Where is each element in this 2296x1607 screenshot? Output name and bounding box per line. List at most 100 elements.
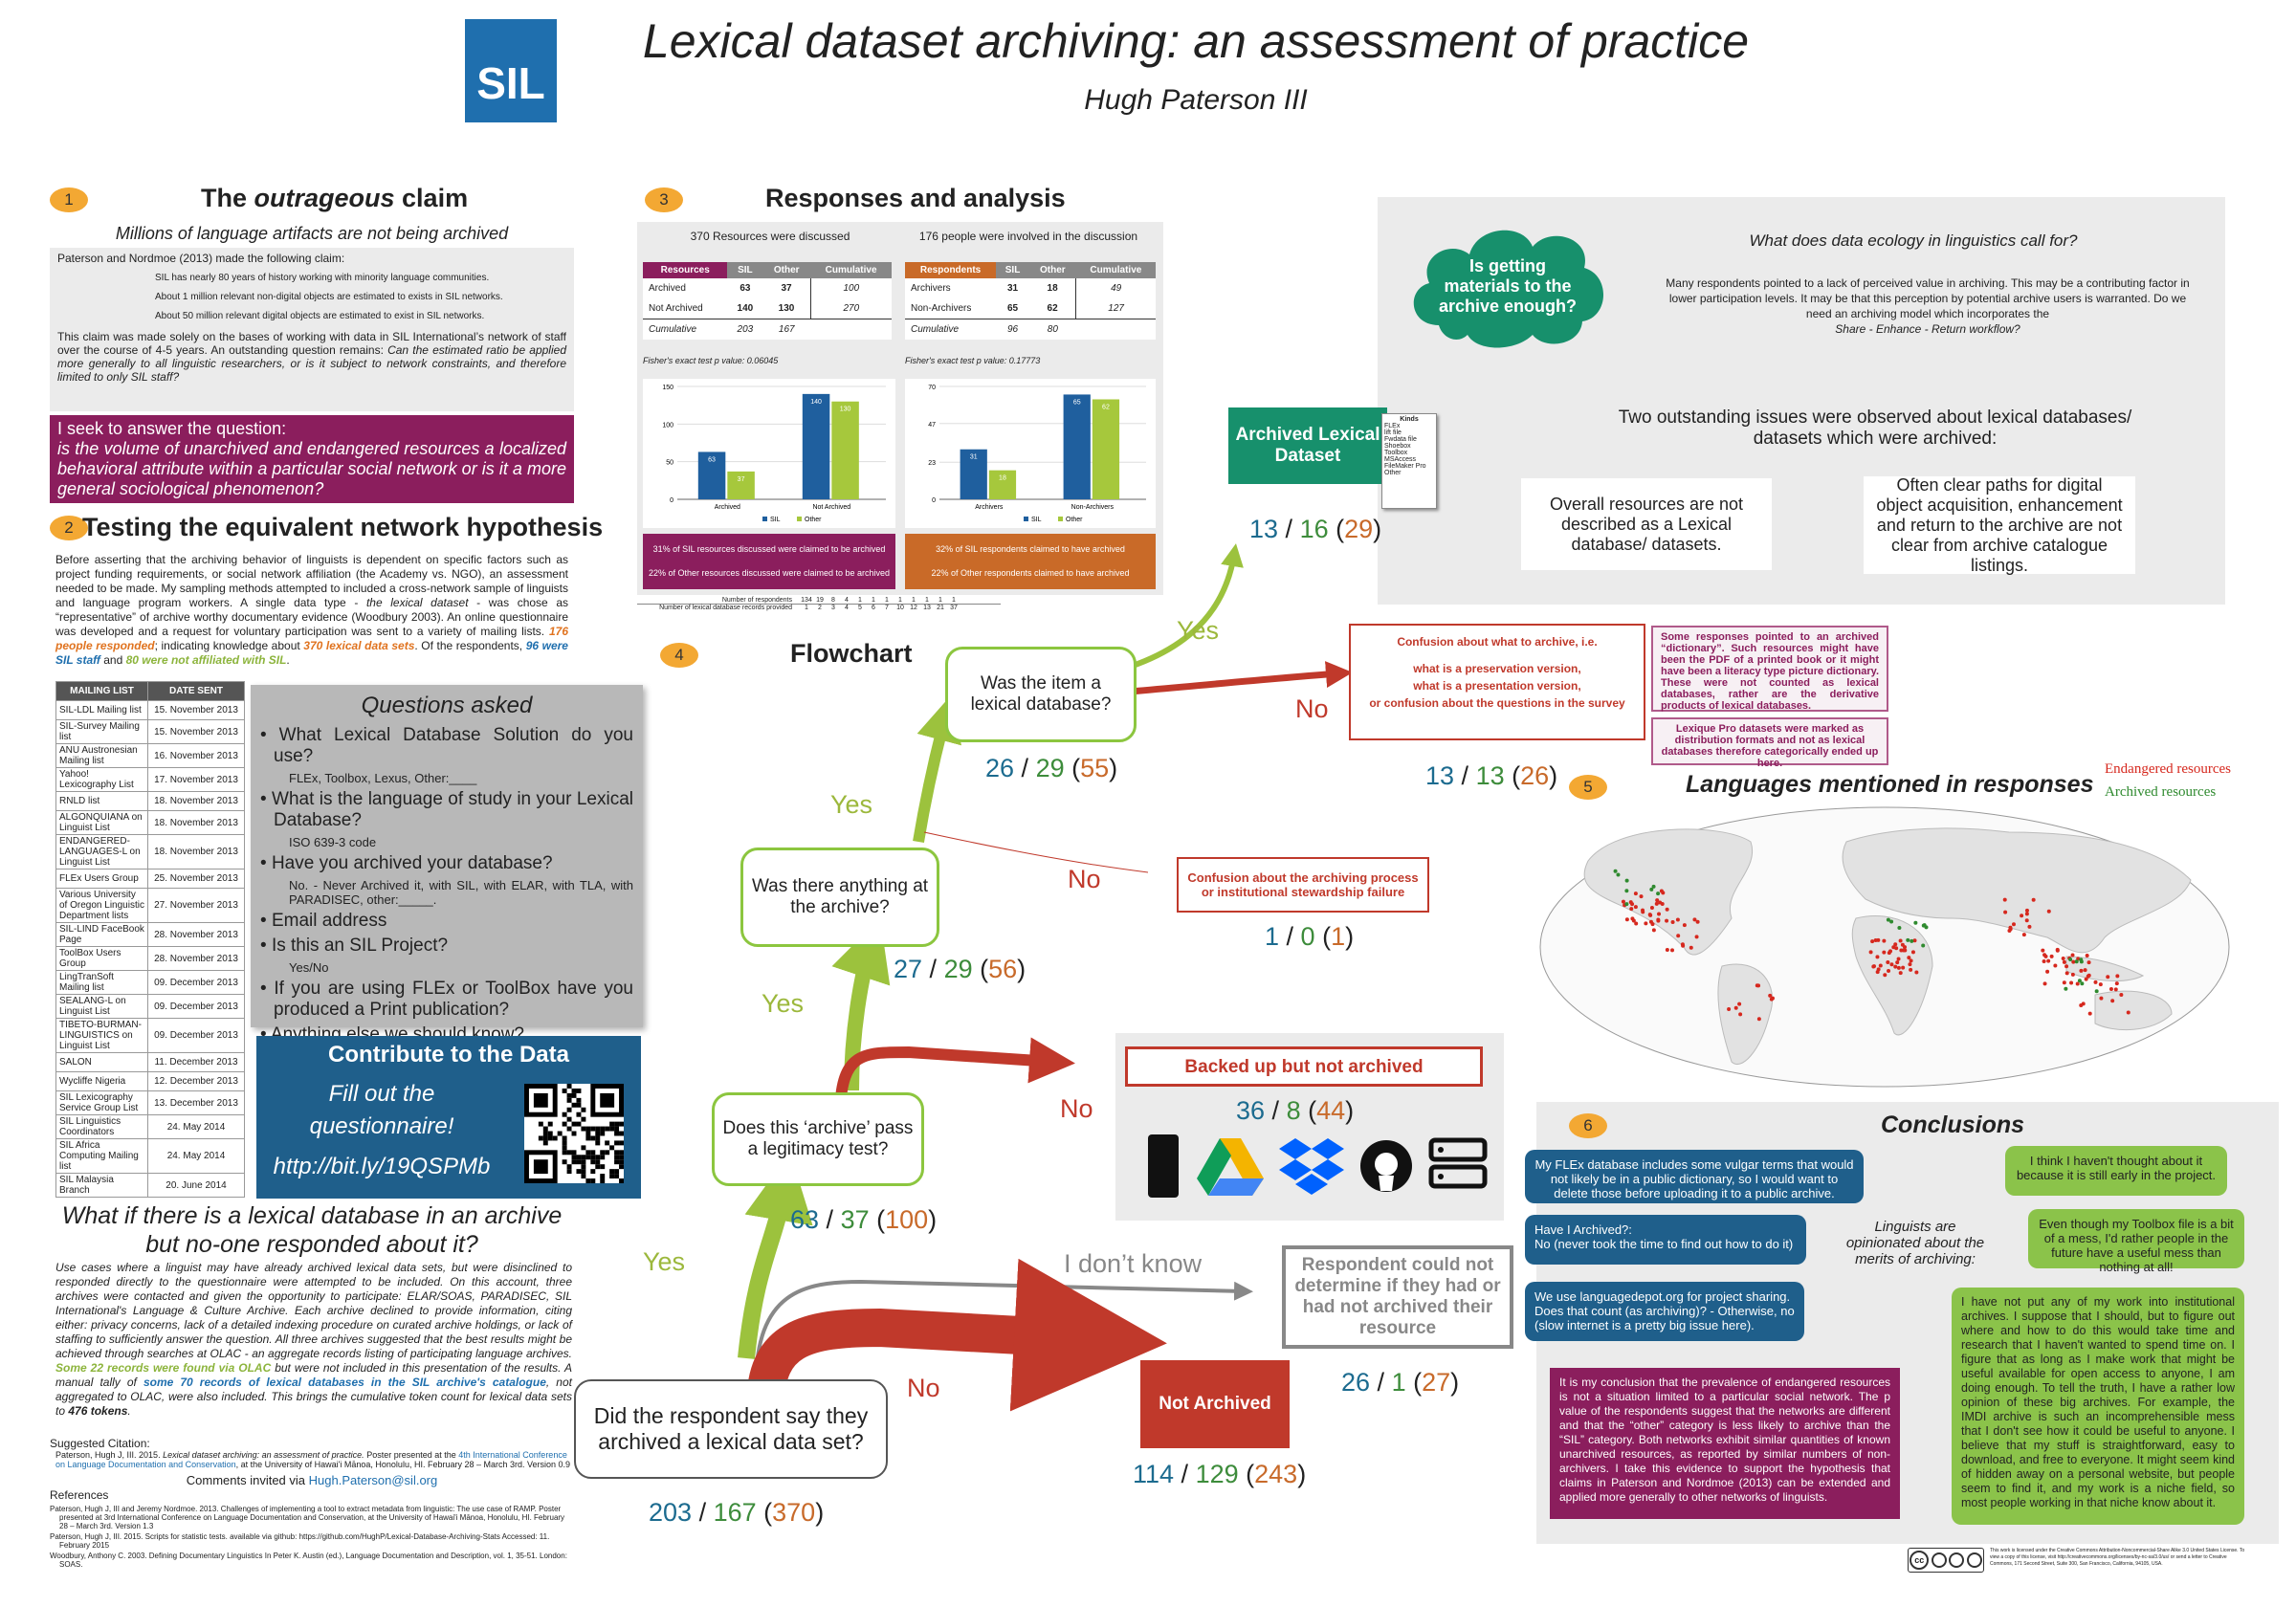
section-number-2: 2	[50, 516, 88, 540]
bar	[697, 451, 726, 499]
language-dot	[1901, 948, 1906, 953]
legend-label: SIL	[1031, 517, 1042, 523]
language-dot	[2007, 928, 2012, 933]
language-dot	[1641, 908, 1645, 913]
bar	[831, 401, 859, 499]
kind-item: MSAccess	[1384, 456, 1417, 463]
language-dot	[1649, 905, 1654, 910]
cc-license-badge[interactable]: cc	[1908, 1548, 1984, 1573]
language-dot	[1895, 960, 1900, 965]
language-dot	[1912, 938, 1917, 943]
questions-title: Questions asked	[361, 693, 533, 718]
language-dot	[1692, 917, 1697, 922]
language-dot	[1651, 884, 1656, 889]
language-dot	[1921, 943, 1926, 948]
legend-swatch	[762, 517, 767, 521]
count-undetermined: 26 / 1 (27)	[1341, 1368, 1460, 1397]
flowchart-title: Flowchart	[790, 639, 913, 668]
decision-legitimacy-test: Does this ‘archive’ pass a legitimacy te…	[712, 1092, 924, 1186]
language-dot	[1889, 919, 1894, 924]
questions-box: Questions asked What Lexical Database So…	[251, 685, 643, 1045]
ecology-question: What does data ecology in linguistics ca…	[1749, 231, 2078, 250]
email-link[interactable]: Hugh.Paterson@sil.org	[308, 1473, 438, 1487]
claim-box: Millions of language artifacts are not b…	[50, 220, 574, 411]
count-backed-up: 36 / 8 (44)	[1236, 1096, 1355, 1125]
question-item: What Lexical Database Solution do you us…	[260, 725, 633, 767]
section-1-title: The outrageous claim	[201, 184, 469, 212]
record-cell: 4	[845, 597, 849, 604]
bar-label: 140	[810, 399, 822, 406]
record-cell: 1	[912, 597, 916, 604]
language-dot	[2079, 958, 2084, 962]
bar	[960, 449, 987, 499]
language-dot	[2042, 959, 2046, 964]
bar-label: 65	[1073, 399, 1081, 406]
language-dot	[2075, 981, 2080, 986]
language-dot	[1680, 942, 1685, 947]
section-3-title: Responses and analysis	[765, 184, 1066, 212]
question-sub: FLEx, Toolbox, Lexus, Other:____	[289, 771, 477, 785]
issue-2: Often clear paths for digital object acq…	[1864, 475, 2135, 575]
question-item: If you are using FLEx or ToolBox have yo…	[260, 979, 633, 1021]
language-dot	[2021, 933, 2026, 937]
conclusions-center-text: Linguists are opinionated about the meri…	[1845, 1219, 1985, 1267]
undetermined-box: Respondent could not determine if they h…	[1282, 1245, 1513, 1349]
hard-drive-icon	[1148, 1134, 1179, 1198]
language-dot	[1914, 970, 1919, 975]
language-dot	[1909, 967, 1913, 972]
y-tick-label: 0	[932, 497, 936, 504]
claim-item: About 50 million relevant digital object…	[155, 311, 485, 321]
kind-item: Other	[1384, 470, 1402, 476]
section-number-3: 3	[645, 187, 683, 212]
language-dot	[1891, 945, 1896, 950]
language-dot	[1738, 1012, 1743, 1017]
contribute-box[interactable]: Contribute to the Data Fill out the ques…	[256, 1036, 641, 1199]
conclusions-title: Conclusions	[1881, 1112, 2025, 1138]
language-dot	[2093, 980, 2098, 984]
language-dot	[2003, 910, 2008, 914]
language-dot	[1665, 907, 1669, 912]
bar-label: 63	[708, 456, 716, 463]
language-dot	[1909, 958, 1913, 963]
language-dot	[1898, 938, 1903, 943]
record-cell: 1	[885, 597, 889, 604]
legend-label: Other	[1066, 517, 1083, 523]
resources-notes: 31% of SIL resources discussed were clai…	[643, 534, 895, 589]
record-cell: 8	[831, 597, 835, 604]
language-dot	[1639, 894, 1644, 899]
record-cell: 1	[805, 605, 808, 611]
language-dot	[2020, 914, 2024, 918]
language-dot	[1670, 920, 1675, 925]
language-dot	[1882, 938, 1887, 943]
language-dot	[1872, 964, 1877, 969]
language-dot	[2085, 953, 2089, 958]
language-dot	[2024, 908, 2029, 913]
final-conclusion: It is my conclusion that the prevalence …	[1550, 1368, 1900, 1519]
language-dot	[2002, 897, 2007, 902]
decision-respondent-archived: Did the respondent say they archived a l…	[574, 1379, 888, 1479]
citation: Suggested Citation: Paterson, Hugh J, II…	[50, 1437, 571, 1487]
language-dot	[1621, 899, 1625, 904]
language-dot	[2042, 981, 2047, 986]
language-dot	[1624, 878, 1629, 883]
github-icon	[1360, 1140, 1412, 1192]
y-tick-label: 100	[662, 422, 673, 429]
language-dot	[1768, 993, 1773, 998]
x-tick-label: Not Archived	[812, 504, 850, 511]
count-confusion-2: 1 / 0 (1)	[1265, 922, 1355, 951]
qr-code-icon[interactable]	[524, 1084, 624, 1183]
questionnaire-link[interactable]: http://bit.ly/19QSPMb	[273, 1154, 491, 1179]
language-dot	[2049, 954, 2054, 958]
language-dot	[1889, 962, 1894, 967]
